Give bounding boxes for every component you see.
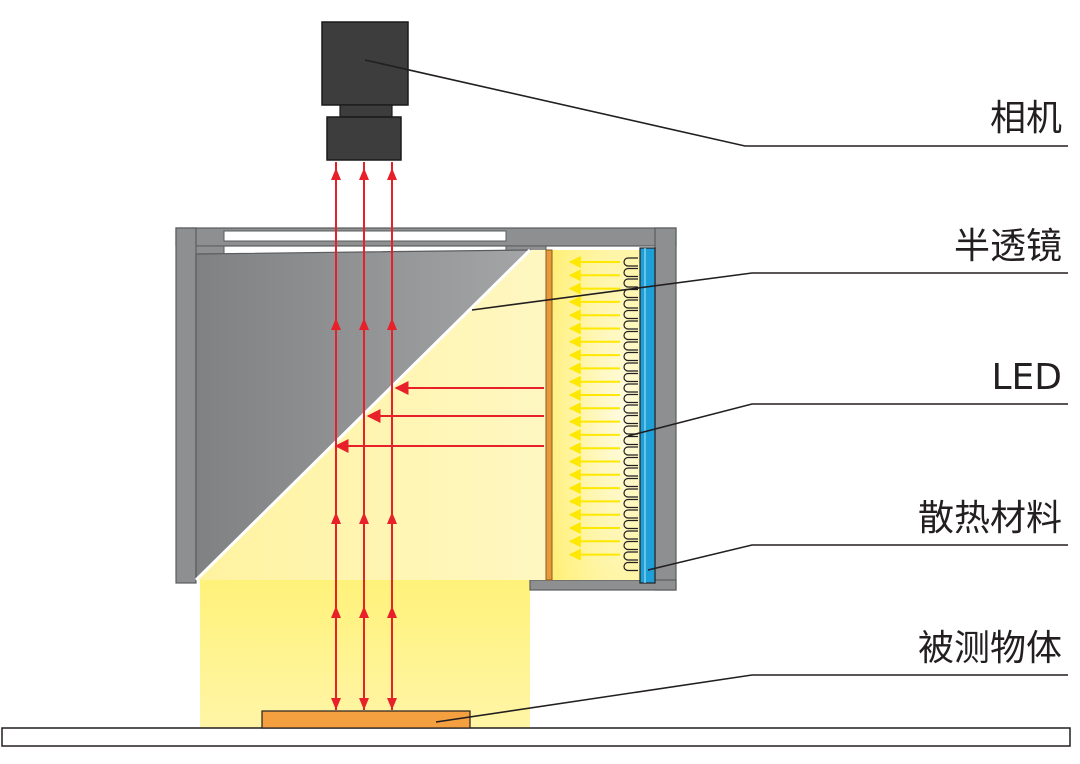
led-chip (623, 257, 638, 267)
led-chip (623, 530, 638, 540)
ray-arrow-up (331, 168, 341, 180)
heat-sink (639, 247, 656, 584)
led-chip (623, 519, 638, 530)
measured-object (261, 710, 471, 729)
led-chip (623, 435, 638, 446)
led-chip (623, 330, 638, 341)
led-chip (623, 551, 638, 561)
led-chip (623, 299, 638, 309)
leader-half-mirror (471, 272, 1068, 311)
led-chip (623, 267, 638, 278)
led-chip (623, 561, 638, 572)
label-half-mirror: 半透镜 (954, 226, 1062, 267)
ray-arrow-down (331, 698, 341, 710)
led-chip (623, 456, 638, 467)
ray-arrow-up (331, 318, 341, 330)
led-chip (623, 362, 638, 372)
ray-arrow-up (387, 168, 397, 180)
led-chip (623, 446, 638, 456)
label-object: 被测物体 (918, 628, 1062, 669)
diffuser-plate (545, 249, 553, 581)
led-chip (623, 393, 638, 404)
leader-camera (364, 59, 1068, 147)
camera (321, 21, 409, 161)
ray-arrow-up (331, 512, 341, 524)
led-glow (552, 250, 640, 580)
ray-arrow-down (387, 698, 397, 710)
led-chip (623, 309, 638, 320)
led-chip (623, 425, 638, 435)
led-chip (623, 509, 638, 519)
camera-lens (326, 116, 402, 161)
leader-lines (364, 59, 1068, 723)
label-camera: 相机 (990, 98, 1062, 139)
ray-arrow-up (359, 512, 369, 524)
led-chip (623, 467, 638, 477)
led-chip (623, 278, 638, 288)
led-chip (623, 341, 638, 351)
leader-led (627, 403, 1068, 437)
label-led: LED (991, 357, 1062, 398)
ray-arrow-down (359, 698, 369, 710)
led-chip (623, 414, 638, 425)
led-chip (623, 540, 638, 551)
led-chip (623, 498, 638, 509)
led-array (623, 257, 638, 572)
led-light-arrows (568, 256, 620, 561)
ray-arrow-up (387, 318, 397, 330)
led-chip (623, 372, 638, 383)
ray-arrow-up (387, 512, 397, 524)
led-chip (623, 320, 638, 330)
ray-arrow-up (359, 606, 369, 618)
camera-mount (339, 104, 393, 118)
vertical-rays (331, 162, 397, 710)
ray-arrow-up (387, 606, 397, 618)
led-chip (623, 404, 638, 414)
led-chip (623, 477, 638, 488)
ray-arrow-up (359, 168, 369, 180)
led-chip (623, 383, 638, 393)
led-chip (623, 351, 638, 362)
ray-arrow-up (359, 318, 369, 330)
camera-body (321, 21, 409, 106)
leader-heat-sink (647, 544, 1068, 571)
horizontal-rays (334, 381, 544, 453)
ray-arrow-up (331, 606, 341, 618)
label-heat-sink: 散热材料 (918, 498, 1062, 539)
stage-plate (1, 727, 1071, 747)
led-chip (623, 488, 638, 498)
leader-object (435, 674, 1068, 723)
